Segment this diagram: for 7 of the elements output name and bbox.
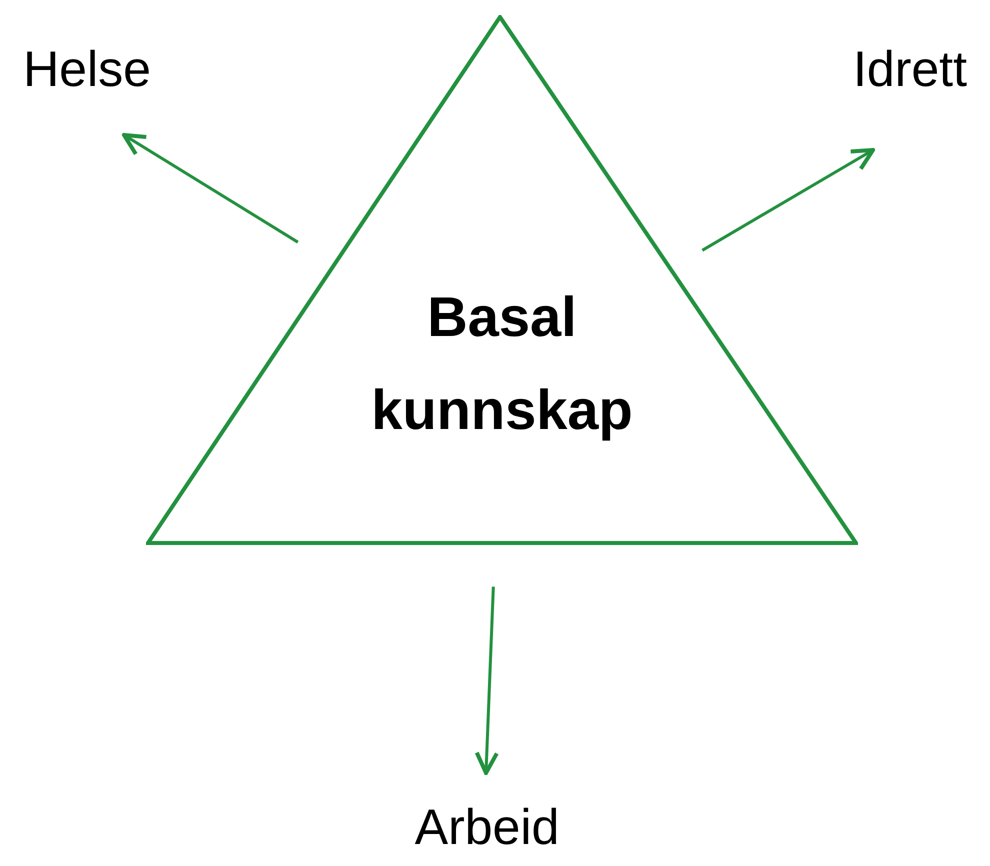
outcome-label: Arbeid — [414, 798, 560, 857]
arrow — [122, 133, 299, 244]
arrow — [702, 148, 875, 252]
arrow — [474, 586, 499, 775]
center-label: Basal kunnskap — [370, 284, 634, 443]
outcome-label: Helse — [22, 40, 152, 99]
outcome-label: Idrett — [852, 40, 968, 99]
